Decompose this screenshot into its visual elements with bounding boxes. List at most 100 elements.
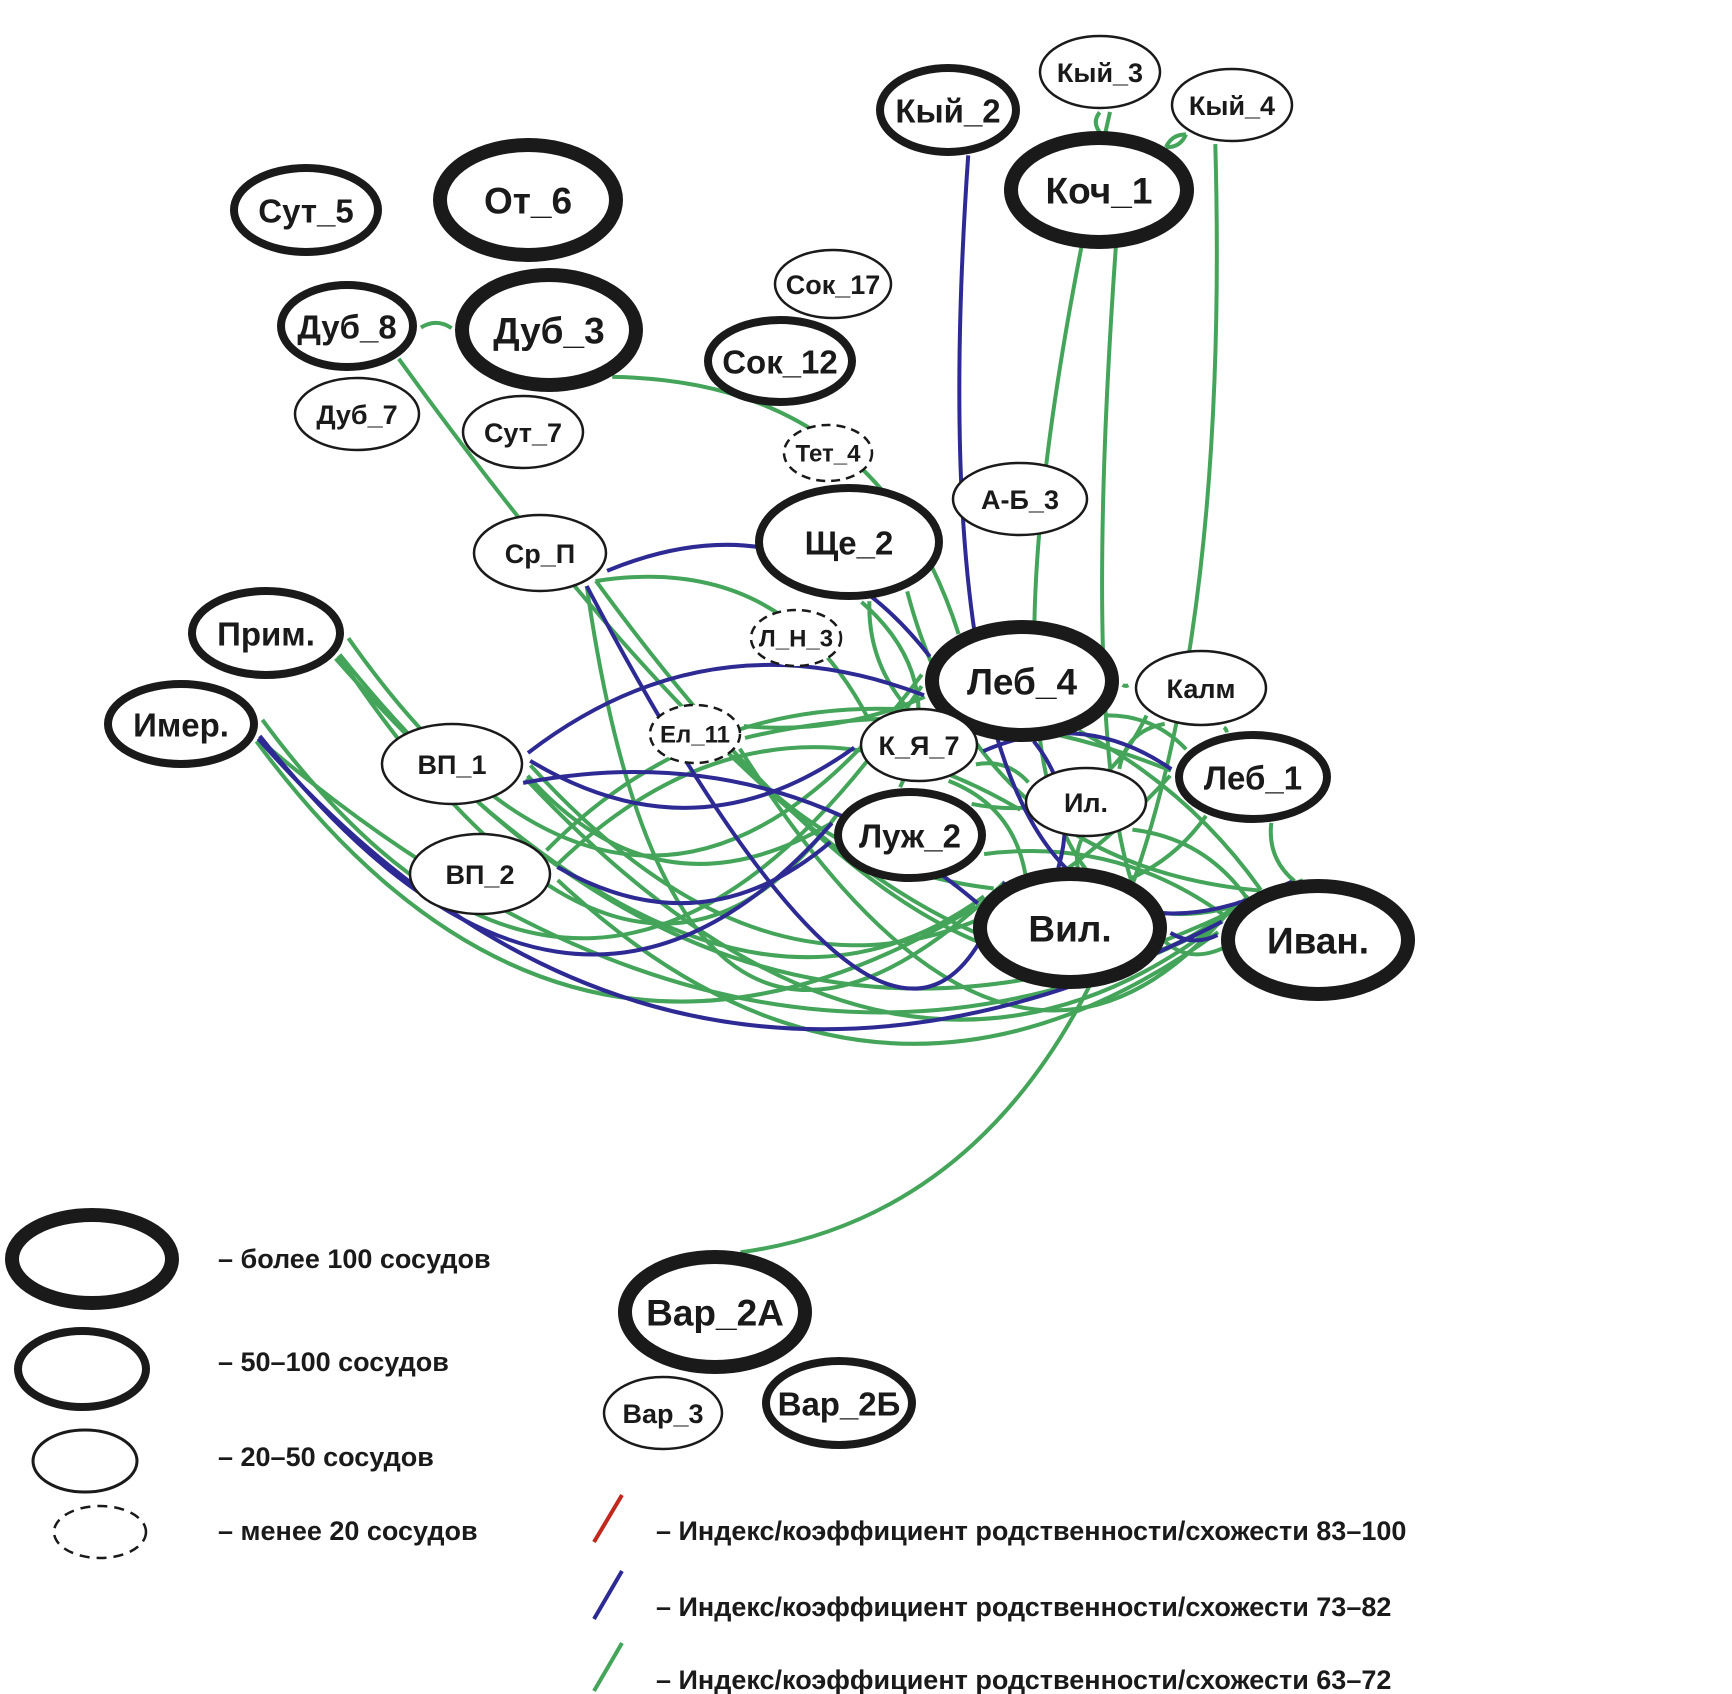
legend-line-blue: – Индекс/коэффициент родственности/схоже… — [592, 1569, 1391, 1622]
node-sut7: Сут_7 — [461, 394, 585, 470]
node-ivan-ellipse — [1221, 879, 1415, 1001]
node-koch1-label: Коч_1 — [1046, 171, 1153, 212]
node-kyi3-ellipse — [1038, 34, 1162, 110]
node-luzh2-label: Луж_2 — [859, 818, 961, 855]
node-she2: Ще_2 — [755, 484, 943, 600]
node-var3: Вар_3 — [602, 1375, 724, 1451]
node-var2a-ellipse — [618, 1250, 812, 1374]
edge-green-she2-kya7 — [867, 601, 907, 707]
edge-green-imer-vil — [254, 740, 977, 1004]
node-kyi4: Кый_4 — [1170, 67, 1294, 143]
edge-blue-vp2-luzh2 — [556, 840, 832, 906]
legend-node-xl-icon — [5, 1208, 179, 1310]
edge-green-leb4-leb1 — [1104, 713, 1188, 751]
node-kalm: Калм — [1134, 649, 1268, 727]
node-dub8-ellipse — [277, 281, 417, 371]
legend-size-l-text: – 50–100 сосудов — [218, 1347, 449, 1377]
edge-green-koch1-kyi4 — [1164, 132, 1187, 149]
node-il: Ил. — [1024, 766, 1148, 838]
legend-size-s: – менее 20 сосудов — [52, 1504, 478, 1560]
node-dub7: Дуб_7 — [293, 376, 421, 452]
legend-line-green: – Индекс/коэффициент родственности/схоже… — [592, 1641, 1391, 1694]
node-koch1-ellipse — [1004, 131, 1194, 249]
node-kyi2-ellipse — [876, 64, 1020, 156]
node-var2a-label: Вар_2А — [646, 1293, 784, 1334]
legend-size-xl: – более 100 сосудов — [5, 1208, 491, 1310]
node-kalm-label: Калм — [1167, 674, 1236, 704]
node-tet4: Тет_4 — [782, 423, 874, 483]
node-dub7-ellipse — [293, 376, 421, 452]
node-sok12: Сок_12 — [704, 316, 856, 406]
node-leb4-label: Леб_4 — [967, 662, 1077, 703]
node-luzh2-ellipse — [834, 788, 986, 882]
node-el11-label: Ел_11 — [660, 722, 730, 749]
node-kyi2-label: Кый_2 — [895, 93, 1000, 130]
node-ivan: Иван. — [1221, 879, 1415, 1001]
node-imer-label: Имер. — [133, 707, 229, 744]
node-vil: Вил. — [973, 867, 1167, 989]
node-kyi4-ellipse — [1170, 67, 1294, 143]
node-koch1: Коч_1 — [1004, 131, 1194, 249]
node-vil-ellipse — [973, 867, 1167, 989]
edge-green-vp1-luzh2 — [526, 774, 833, 866]
legend-node-m-icon — [31, 1428, 139, 1494]
node-ot6-label: От_6 — [484, 181, 572, 222]
node-kya7: К_Я_7 — [859, 707, 979, 783]
node-ot6-ellipse — [433, 138, 623, 262]
legend-line-blue-icon — [592, 1569, 624, 1621]
edge-green-kalm-leb1 — [1222, 725, 1229, 733]
node-she2-label: Ще_2 — [805, 525, 894, 562]
node-sut5-label: Сут_5 — [258, 193, 353, 230]
node-leb1: Леб_1 — [1175, 731, 1331, 823]
edge-green-leb4-kalm — [1121, 683, 1130, 688]
legend-size-l: – 50–100 сосудов — [14, 1327, 449, 1411]
edge-green-srp-kya7 — [595, 574, 871, 721]
node-ab3-label: А-Б_3 — [981, 485, 1059, 515]
node-vp1-ellipse — [380, 722, 524, 806]
node-kyi2: Кый_2 — [876, 64, 1020, 156]
node-kyi4-label: Кый_4 — [1189, 91, 1275, 121]
node-sok17: Сок_17 — [773, 248, 893, 320]
node-ln3-ellipse — [749, 608, 843, 668]
edge-blue-imer-luzh2 — [258, 734, 834, 957]
node-el11: Ел_11 — [648, 703, 742, 765]
node-tet4-label: Тет_4 — [796, 441, 862, 468]
edge-green-il-ivan — [1132, 827, 1249, 899]
node-dub7-label: Дуб_7 — [316, 400, 397, 430]
edge-green-kyi3-koch1 — [1093, 111, 1102, 134]
node-prim-label: Прим. — [217, 616, 315, 653]
edge-green-vp1-ivan — [524, 777, 1224, 1022]
edge-green-luzh2-ivan — [983, 849, 1227, 918]
node-srp-label: Ср_П — [505, 539, 575, 569]
node-kya7-ellipse — [859, 707, 979, 783]
edge-green-leb1-ivan — [1268, 822, 1296, 883]
node-ab3-ellipse — [951, 461, 1089, 537]
node-il-label: Ил. — [1064, 788, 1108, 818]
node-imer-ellipse — [104, 680, 258, 768]
edge-blue-kya7-leb1 — [982, 731, 1173, 771]
edge-green-leb4-ivan — [1078, 729, 1263, 892]
node-luzh2: Луж_2 — [834, 788, 986, 882]
node-srp-ellipse — [472, 513, 608, 593]
legend-line-red-icon — [592, 1493, 624, 1544]
node-sut5-ellipse — [230, 164, 382, 256]
node-var3-label: Вар_3 — [622, 1399, 703, 1429]
node-kyi3: Кый_3 — [1038, 34, 1162, 110]
legend-line-red-text: – Индекс/коэффициент родственности/схоже… — [656, 1516, 1406, 1546]
node-sok12-ellipse — [704, 316, 856, 406]
node-sut7-ellipse — [461, 394, 585, 470]
node-leb4-ellipse — [925, 620, 1119, 742]
legend-size-m: – 20–50 сосудов — [31, 1428, 434, 1494]
node-leb4: Леб_4 — [925, 620, 1119, 742]
legend: – более 100 сосудов – 50–100 сосудов – 2… — [5, 1208, 1406, 1694]
node-vil-label: Вил. — [1028, 909, 1111, 950]
node-she2-ellipse — [755, 484, 943, 600]
node-dub3-ellipse — [455, 268, 643, 392]
node-var2a: Вар_2А — [618, 1250, 812, 1374]
node-ln3-label: Л_Н_3 — [759, 626, 833, 653]
edge-green-leb1-vil — [1128, 814, 1208, 881]
legend-node-s-icon — [52, 1504, 148, 1560]
edge-green-kya7-vil — [947, 779, 1028, 875]
